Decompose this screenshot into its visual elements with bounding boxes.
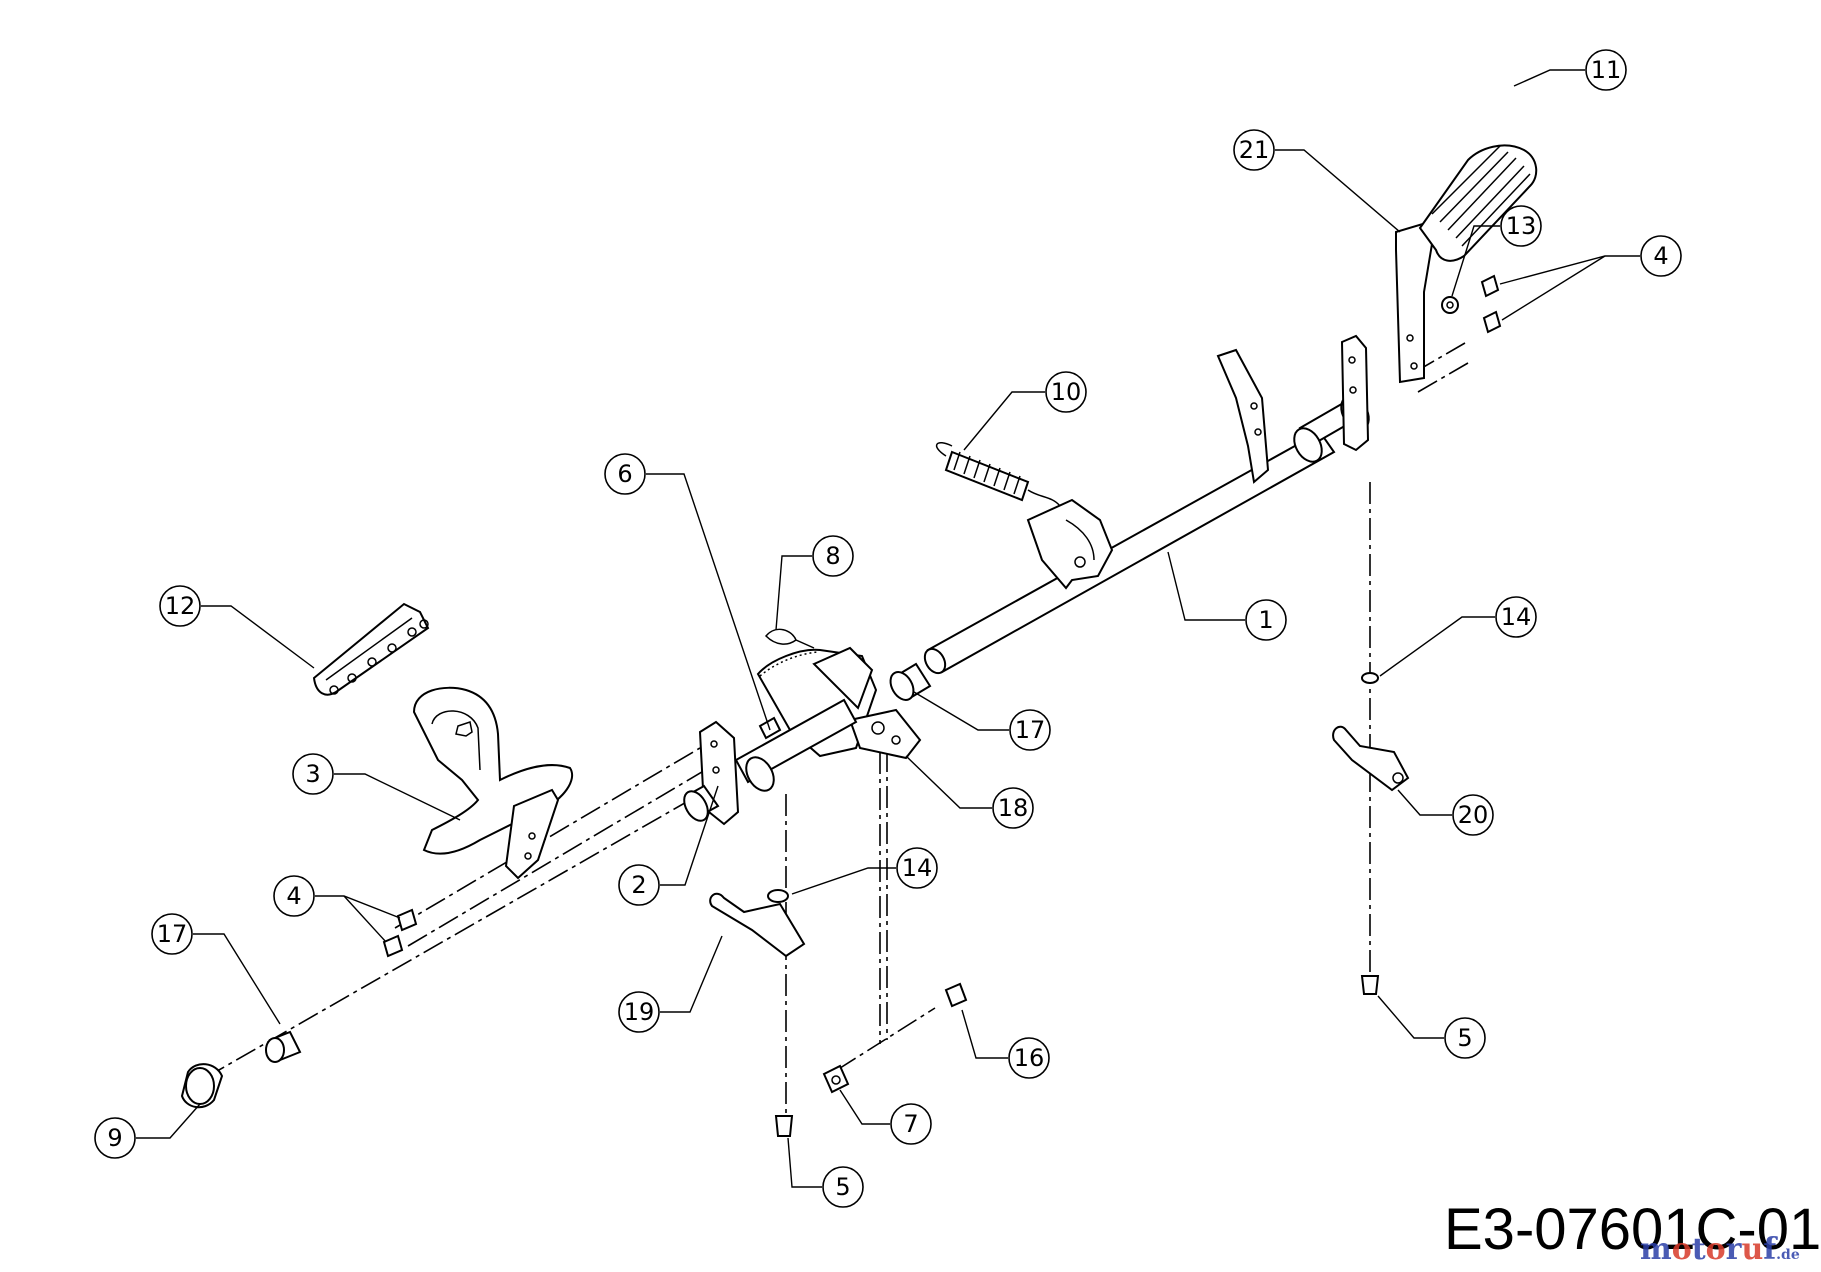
callout-5-bottom: 5 bbox=[787, 1137, 864, 1208]
callout-14-mid: 14 bbox=[791, 847, 938, 895]
callout-11: 11 bbox=[1513, 49, 1627, 91]
svg-text:20: 20 bbox=[1458, 801, 1489, 829]
callout-2: 2 bbox=[618, 785, 719, 906]
callout-14-right: 14 bbox=[1379, 596, 1537, 677]
callout-9: 9 bbox=[94, 1103, 201, 1159]
callout-4-left: 4 bbox=[273, 875, 401, 943]
svg-text:1: 1 bbox=[1258, 606, 1273, 634]
svg-text:18: 18 bbox=[998, 794, 1029, 822]
callout-16: 16 bbox=[961, 1009, 1050, 1079]
svg-text:3: 3 bbox=[305, 760, 320, 788]
svg-text:21: 21 bbox=[1239, 136, 1270, 164]
callout-19: 19 bbox=[618, 935, 723, 1033]
svg-text:6: 6 bbox=[617, 460, 632, 488]
svg-text:8: 8 bbox=[825, 542, 840, 570]
callout-5-right: 5 bbox=[1377, 995, 1486, 1059]
watermark-tld: .de bbox=[1776, 1247, 1800, 1263]
svg-text:7: 7 bbox=[903, 1110, 918, 1138]
svg-text:14: 14 bbox=[902, 854, 933, 882]
watermark-brand: motoruf bbox=[1640, 1232, 1777, 1267]
callout-10: 10 bbox=[963, 371, 1087, 451]
callout-21: 21 bbox=[1233, 129, 1401, 233]
callout-18: 18 bbox=[905, 755, 1034, 829]
callout-4-right: 4 bbox=[1499, 235, 1682, 321]
callout-1: 1 bbox=[1167, 551, 1287, 641]
part-bushing-shaft bbox=[889, 662, 932, 701]
callout-12: 12 bbox=[159, 585, 315, 669]
callout-6: 6 bbox=[604, 453, 771, 731]
part-pedal-pad bbox=[312, 602, 430, 696]
callout-3: 3 bbox=[292, 753, 461, 821]
svg-text:9: 9 bbox=[107, 1124, 122, 1152]
part-pedal bbox=[412, 686, 573, 880]
drawing-code: E3-07601C-01 bbox=[1444, 1197, 1821, 1262]
svg-text:4: 4 bbox=[286, 882, 301, 910]
callout-8: 8 bbox=[775, 535, 854, 631]
callout-17-left: 17 bbox=[151, 913, 281, 1025]
part-right-pedal bbox=[1395, 144, 1538, 384]
svg-text:2: 2 bbox=[631, 871, 646, 899]
part-spring bbox=[935, 442, 1114, 590]
svg-text:5: 5 bbox=[835, 1173, 850, 1201]
svg-text:19: 19 bbox=[624, 998, 655, 1026]
svg-text:16: 16 bbox=[1014, 1044, 1045, 1072]
part-shaft bbox=[923, 395, 1370, 675]
svg-text:13: 13 bbox=[1506, 212, 1537, 240]
part-right-bracket bbox=[1216, 334, 1370, 484]
callout-13: 13 bbox=[1451, 205, 1542, 297]
part-left-bracket bbox=[683, 720, 740, 826]
svg-text:10: 10 bbox=[1051, 378, 1082, 406]
svg-text:14: 14 bbox=[1501, 603, 1532, 631]
svg-text:4: 4 bbox=[1653, 242, 1668, 270]
callout-20: 20 bbox=[1397, 789, 1494, 836]
part-clip bbox=[764, 628, 815, 649]
callout-17-shaft: 17 bbox=[913, 691, 1051, 751]
svg-text:5: 5 bbox=[1457, 1024, 1472, 1052]
svg-text:11: 11 bbox=[1591, 56, 1622, 84]
callout-7: 7 bbox=[839, 1089, 932, 1145]
watermark-logo: motoruf.de bbox=[1640, 1232, 1800, 1267]
svg-text:12: 12 bbox=[165, 592, 196, 620]
svg-text:17: 17 bbox=[1015, 716, 1046, 744]
assembly-lines bbox=[204, 342, 1469, 1116]
part-gear-sector bbox=[734, 646, 922, 792]
svg-text:17: 17 bbox=[157, 920, 188, 948]
